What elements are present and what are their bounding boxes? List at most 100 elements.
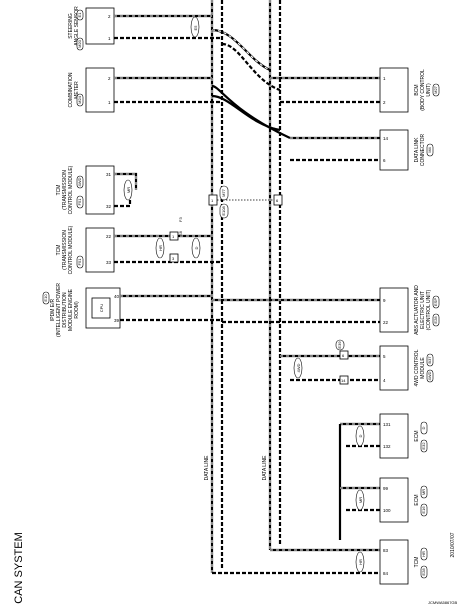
junction-4wd-label: 4WD: [296, 363, 301, 372]
ecm-lower-pin-a: 99: [383, 486, 389, 491]
ecm-upper-grid: D: [421, 426, 426, 429]
abs-pin-a: 9: [383, 298, 386, 303]
steering-name-2: ANGLE SENSOR: [74, 6, 80, 46]
meter-pin-b: 1: [108, 100, 111, 105]
tcm-bottom-conn: E28: [421, 568, 426, 576]
abs-name-3: (CONTROL UNIT): [426, 289, 432, 330]
tcm-top-name-1: TCM: [56, 185, 62, 196]
dlc-pin-a: 14: [383, 136, 389, 141]
data-line-label-right: DATA LINE: [262, 455, 268, 480]
abs-name-2: ELECTRIC UNIT: [420, 291, 426, 329]
mid-junctions: 1 M77 E108 6: [208, 185, 283, 219]
bcm-name-3: UNIT): [426, 83, 432, 97]
awd-grid: 4WD: [427, 371, 432, 380]
meter-conn: M24: [77, 95, 82, 104]
tcm-top-pin-b: 32: [106, 204, 112, 209]
ipdm-name-2: (INTELLIGENT POWER: [56, 283, 62, 337]
ecm-lower-pin-b: 100: [383, 508, 391, 513]
junction-d-label: D: [194, 246, 199, 249]
ecm-upper-pin-b: 132: [383, 444, 391, 449]
crossover-wires: [211, 28, 380, 162]
steering-grid: E1: [77, 12, 82, 18]
awd-pin-a: 5: [383, 354, 386, 359]
ipdm-name-4: MODULE ENGINE: [68, 288, 74, 331]
tcm-bottom-pin-a: 83: [383, 548, 389, 553]
steering-conn: M20: [77, 39, 82, 48]
drawing-code: JCMWA5867GB: [428, 600, 458, 605]
tcm-top-unit: MR 31 32 TCM (TRANSMISSION CONTROL MODUL…: [56, 165, 138, 215]
ipdm-pin-a: 40: [114, 294, 120, 299]
cpu-label: CPU: [99, 304, 104, 313]
tcm-mid-pin-b: 33: [106, 260, 112, 265]
tcm-mid-name-1: TCM: [56, 245, 62, 256]
abs-unit: 9 22 ABS ACTUATOR AND ELECTRIC UNIT (CON…: [212, 285, 440, 335]
junction-box-6b: 6: [342, 353, 345, 358]
ecm-lower-junction: MR: [358, 497, 363, 503]
bcm-pin-b: 2: [383, 100, 386, 105]
junction-hr-label: HR: [158, 245, 163, 251]
tcm-bottom-pin-b: 84: [383, 571, 389, 576]
tcm-mid-pin-a: 22: [106, 234, 112, 239]
bcm-conn: M27: [433, 85, 438, 94]
bcm-unit: 1 2 BCM (BODY CONTROL UNIT) M27: [379, 67, 440, 113]
tcm-bottom-unit: HR 83 84 TCM HR E28: [212, 539, 428, 585]
junction-f3-label: F3: [178, 217, 183, 222]
ecm-lower-unit: MR 99 100 ECM MR E16: [340, 477, 428, 523]
junction-1-label: 1: [172, 234, 175, 239]
ecm-upper-name: ECM: [414, 430, 420, 441]
junction-e5-label: E5: [193, 25, 198, 31]
awd-unit: 4WD 6 14 E39 5 4 4WD CONTROL MODULE B37 …: [280, 339, 434, 391]
awd-name-2: MODULE: [420, 357, 426, 379]
junction-3-label: 3: [172, 256, 175, 261]
awd-pin-b: 4: [383, 378, 386, 383]
dlc-name-1: DATA LINK: [414, 137, 420, 162]
tcm-top-name-2: (TRANSMISSION: [62, 170, 68, 210]
junction-box-14: 14: [341, 378, 346, 383]
junction-e8-label: E8: [178, 230, 183, 236]
page-date: 2010/07/07: [450, 532, 456, 557]
tcm-mid-name-2: (TRANSMISSION: [62, 230, 68, 270]
ecm-upper-junction: D: [358, 434, 363, 437]
tcm-top-name-3: CONTROL MODULE): [68, 165, 74, 214]
bcm-name-1: BCM: [414, 84, 420, 95]
ecm-upper-unit: D 131 132 ECM D E32: [338, 413, 428, 540]
tcm-top-conn: F51: [77, 198, 82, 206]
page-title: CAN SYSTEM: [13, 532, 25, 604]
dlc-pin-b: 6: [383, 158, 386, 163]
dlc-name-2: CONNECTOR: [420, 134, 426, 167]
bcm-name-2: (BODY CONTROL: [420, 69, 426, 111]
main-bus: [210, 0, 282, 573]
junction-mr-label: MR: [126, 187, 131, 193]
ecm-upper-conn: E32: [421, 442, 426, 450]
bcm-pin-a: 1: [383, 76, 386, 81]
ipdm-conn: E10: [43, 294, 48, 302]
steering-name-1: STEERING: [68, 13, 74, 39]
junction-box-1: 1: [211, 198, 214, 203]
meter-name-1: COMBINATION: [68, 72, 74, 107]
ecm-lower-grid: MR: [421, 489, 426, 495]
awd-name-1: 4WD CONTROL: [414, 349, 420, 386]
junction-box-6: 6: [276, 198, 279, 203]
junction-e39: E39: [337, 341, 342, 349]
abs-pin-b: 22: [383, 320, 389, 325]
tcm-bottom-name: TCM: [414, 557, 420, 568]
meter-name-2: METER: [74, 81, 80, 99]
ipdm-name-1: IPDM E/R: [50, 299, 56, 322]
awd-conn: B37: [427, 356, 432, 364]
ipdm-name-3: DISTRIBUTION: [62, 292, 68, 328]
ipdm-name-5: ROOM): [74, 301, 80, 319]
abs-name-1: ABS ACTUATOR AND: [414, 285, 420, 335]
meter-pin-a: 2: [108, 76, 111, 81]
tcm-bottom-junction: HR: [358, 559, 363, 565]
steering-pin-b: 1: [108, 36, 111, 41]
steering-pin-a: 2: [108, 14, 111, 19]
tcm-top-pin-a: 31: [106, 172, 112, 177]
steering-angle-sensor-unit: E5 2 1 STEERING ANGLE SENSOR M20 E1: [68, 6, 222, 51]
tcm-bottom-grid: HR: [421, 551, 426, 557]
junction-m77: M77: [221, 188, 226, 197]
junction-e108: E108: [221, 206, 226, 216]
data-line-label-left: DATA LINE: [204, 455, 210, 480]
ecm-lower-name: ECM: [414, 494, 420, 505]
tcm-mid-unit: HR D 1 3 F3 E8 22 33 TCM (TRANSMISSION C…: [56, 217, 222, 274]
